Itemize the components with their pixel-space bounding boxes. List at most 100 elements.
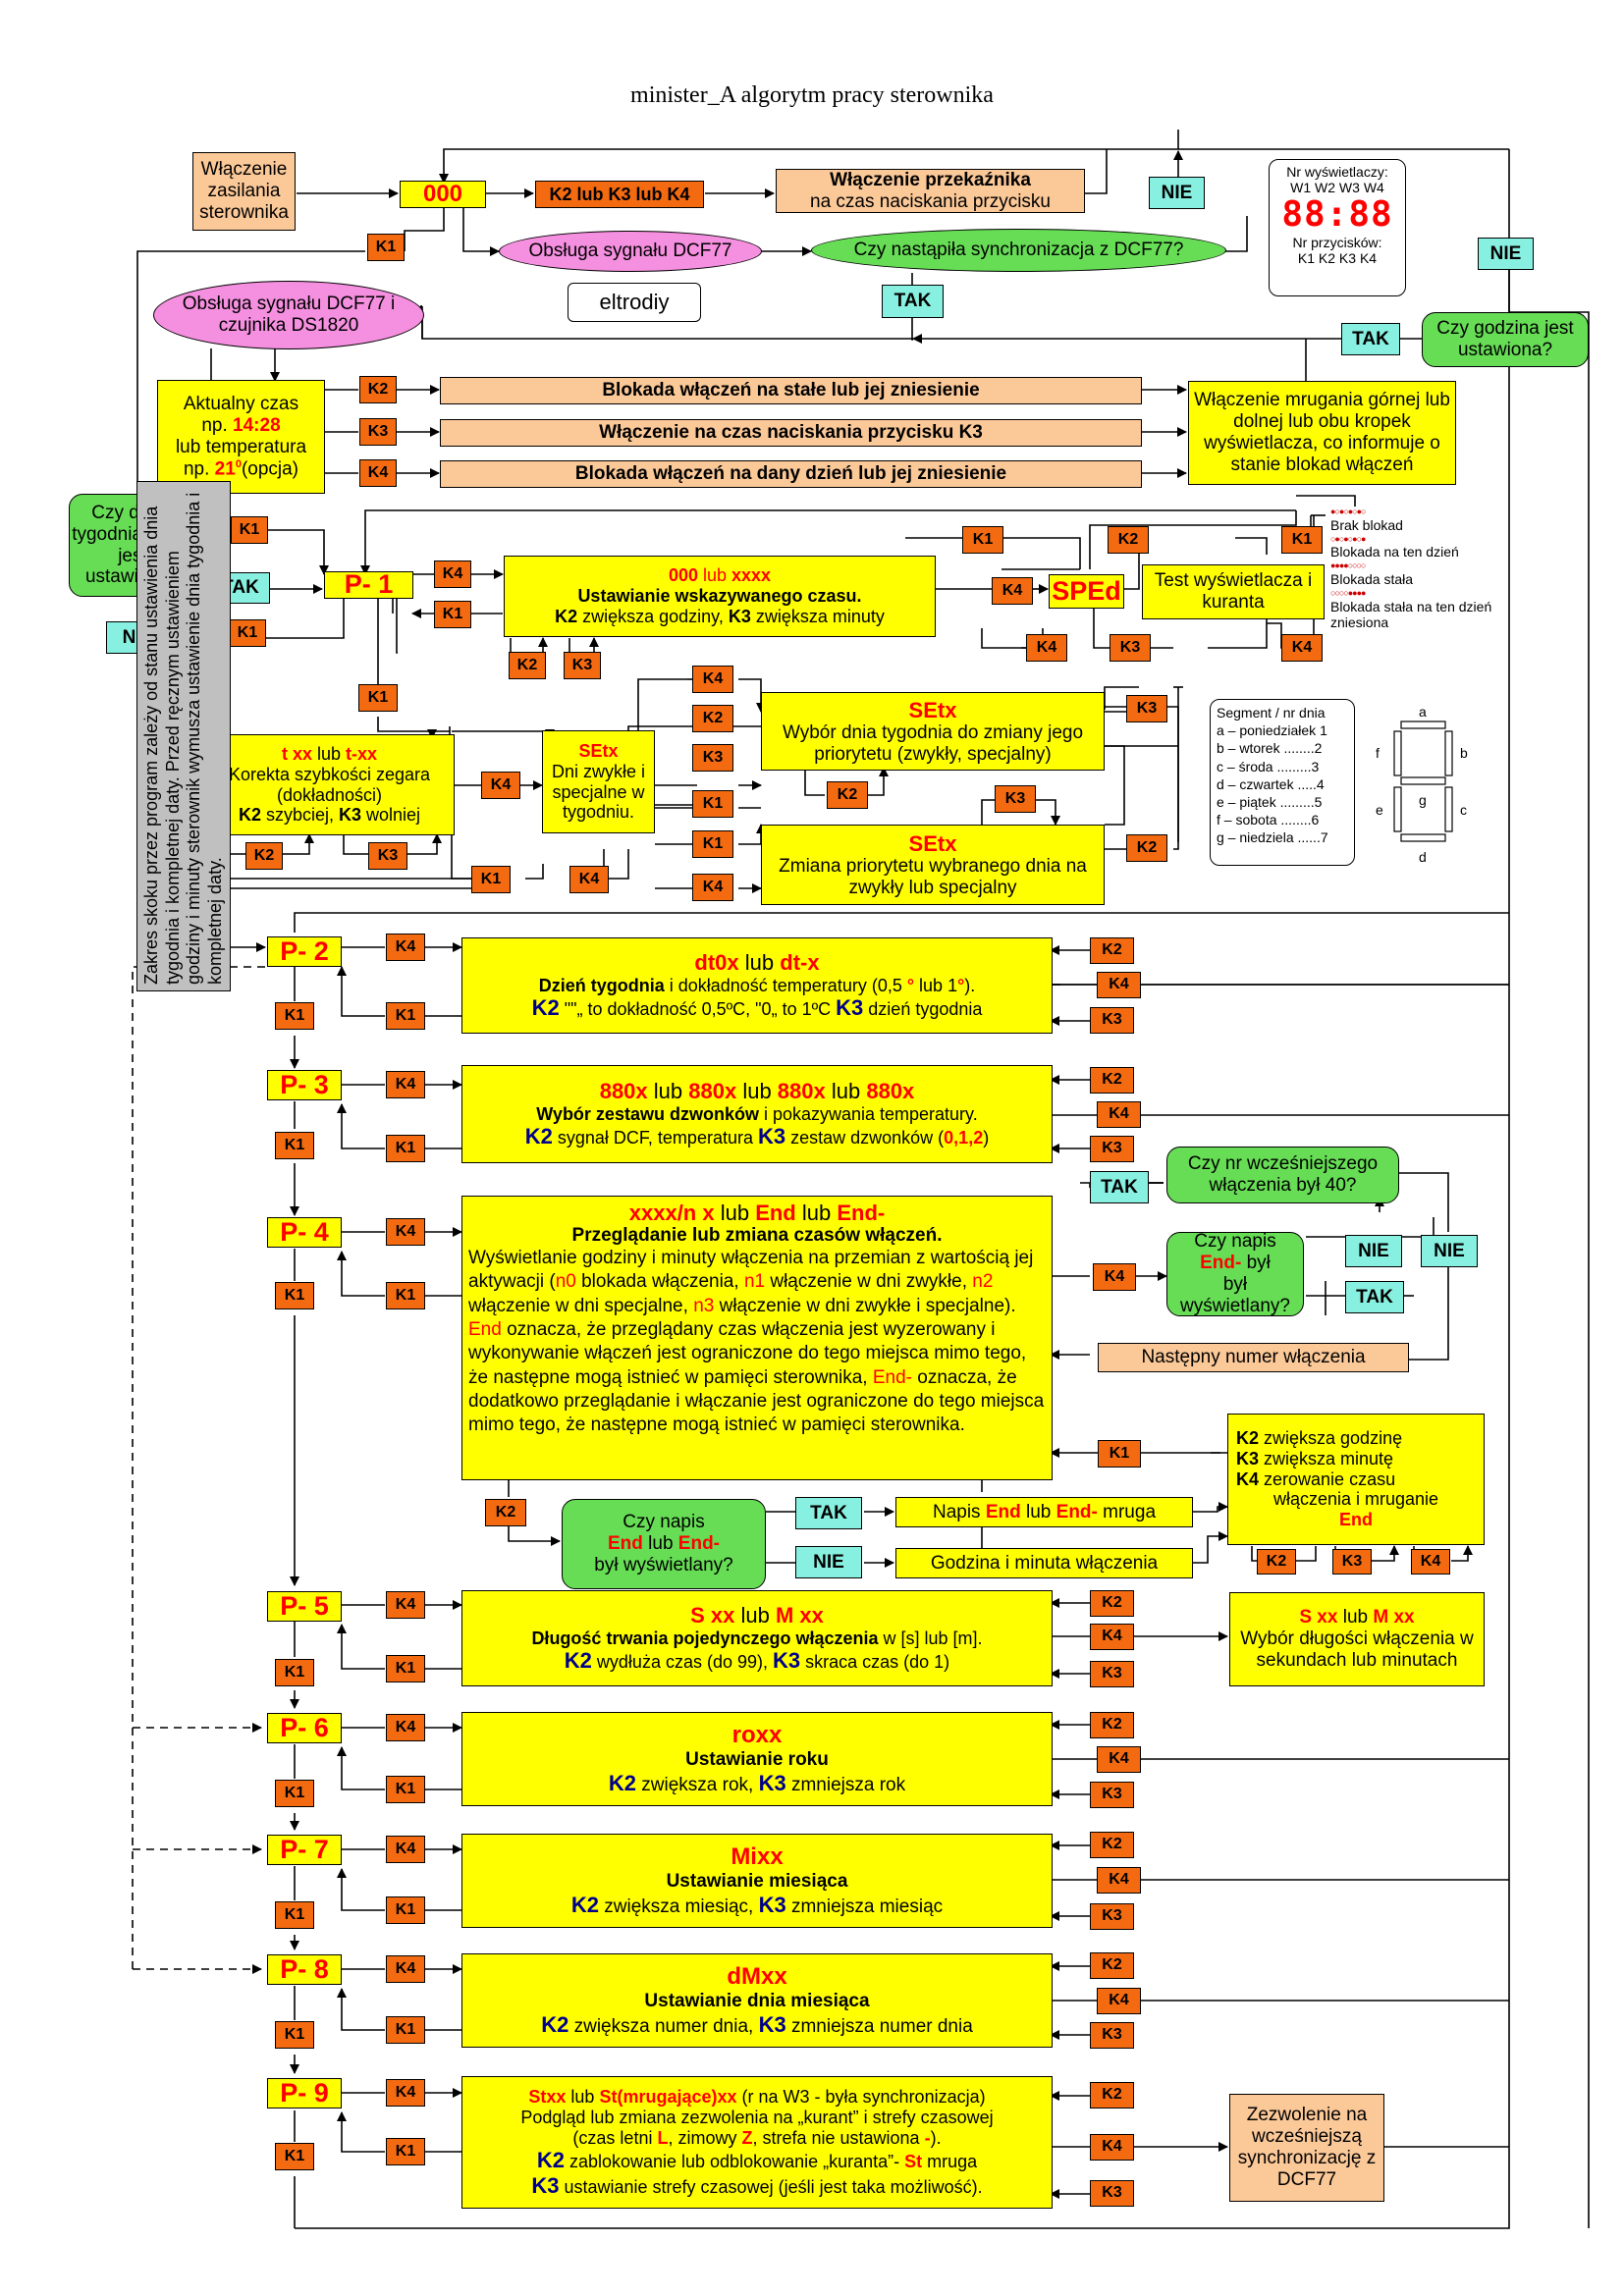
k1-key-current[interactable]: K1 xyxy=(231,516,268,544)
k4-key-setx-top[interactable]: K4 xyxy=(692,666,733,693)
k1-key-p9-back[interactable]: K1 xyxy=(386,2138,425,2165)
k2-key-p2[interactable]: K2 xyxy=(1090,937,1134,964)
k1-key-p6[interactable]: K1 xyxy=(275,1780,314,1807)
k3-key-p9[interactable]: K3 xyxy=(1090,2180,1134,2207)
k2-key-p4-low[interactable]: K2 xyxy=(485,1499,526,1526)
p5-label: P- 5 xyxy=(280,1591,329,1621)
k1-key-p4-edit[interactable]: K1 xyxy=(1098,1440,1141,1468)
k1-key-setx[interactable]: K1 xyxy=(692,790,733,818)
k4-key-p3-right[interactable]: K4 xyxy=(1097,1101,1141,1128)
k3-key-setx-a[interactable]: K3 xyxy=(1126,695,1167,722)
k4-key-test[interactable]: K4 xyxy=(1281,634,1323,662)
k2-label: K2 xyxy=(1102,1716,1122,1734)
k4-key-corr-down[interactable]: K4 xyxy=(569,866,609,893)
k3-key-edit[interactable]: K3 xyxy=(1332,1549,1372,1575)
p4-edit-box: K2 zwiększa godzinę K3 zwiększa minutę K… xyxy=(1227,1414,1485,1545)
k4-key-p4-q[interactable]: K4 xyxy=(1093,1263,1136,1291)
k2-key-setx[interactable]: K2 xyxy=(692,705,733,732)
k1-key-p5[interactable]: K1 xyxy=(275,1659,314,1686)
k1-key-p8[interactable]: K1 xyxy=(275,2021,314,2049)
k3-key-corr[interactable]: K3 xyxy=(368,842,407,870)
p6-l2-b: zmniejsza rok xyxy=(785,1774,906,1795)
k4-key-p1[interactable]: K4 xyxy=(434,561,471,588)
k3-key-block2[interactable]: K3 xyxy=(359,418,397,446)
k2-key-p3[interactable]: K2 xyxy=(1090,1067,1134,1094)
k2-key-block1[interactable]: K2 xyxy=(359,376,397,403)
k4-key-p9[interactable]: K4 xyxy=(386,2079,425,2107)
k2-key-edit[interactable]: K2 xyxy=(1257,1549,1296,1575)
p4-body-8: włączenie w dni zwykłe i specjalne). xyxy=(714,1295,1016,1316)
k3-key-p8[interactable]: K3 xyxy=(1090,2022,1134,2049)
k4-key-setx-b[interactable]: K4 xyxy=(692,874,733,901)
relay-sub: na czas naciskania przycisku xyxy=(810,190,1051,212)
k4-key-p2-right[interactable]: K4 xyxy=(1097,972,1141,998)
k2-key-p1[interactable]: K2 xyxy=(509,652,546,679)
k4-key-p5-right[interactable]: K4 xyxy=(1090,1624,1134,1650)
k1-label: K1 xyxy=(375,238,397,255)
k1-key-corr-up[interactable]: K1 xyxy=(358,684,398,712)
k1-key-p2[interactable]: K1 xyxy=(275,1002,314,1030)
k2-key-p8[interactable]: K2 xyxy=(1090,1952,1134,1979)
k1-label: K1 xyxy=(395,1900,416,1918)
k4-key-p7-right[interactable]: K4 xyxy=(1097,1867,1141,1894)
k1-key-p1-left[interactable]: K1 xyxy=(229,619,266,647)
k4-key-p2[interactable]: K4 xyxy=(386,934,425,961)
k1-key-p3-back[interactable]: K1 xyxy=(386,1135,425,1162)
k2-key-p9[interactable]: K2 xyxy=(1090,2082,1134,2109)
k1-key-p7-back[interactable]: K1 xyxy=(386,1896,425,1924)
k2-key-p6[interactable]: K2 xyxy=(1090,1712,1134,1738)
k1-key-setx-b[interactable]: K1 xyxy=(692,830,733,858)
k3-key-sped[interactable]: K3 xyxy=(1110,634,1151,662)
k1-key-corr-down[interactable]: K1 xyxy=(471,866,511,893)
k4-key-p6[interactable]: K4 xyxy=(386,1714,425,1741)
k1-key-p1-top[interactable]: K1 xyxy=(962,526,1003,554)
k1-key-p8-back[interactable]: K1 xyxy=(386,2016,425,2044)
side-note: Zakres skoku przez program zależy od sta… xyxy=(136,481,231,991)
k3-key-p6[interactable]: K3 xyxy=(1090,1782,1134,1808)
k1-key-p9[interactable]: K1 xyxy=(275,2143,314,2170)
k1-key-p6-back[interactable]: K1 xyxy=(386,1776,425,1803)
k2-key-sped[interactable]: K2 xyxy=(1108,526,1149,554)
k2-key-p7[interactable]: K2 xyxy=(1090,1832,1134,1858)
k1-key-p1-back[interactable]: K1 xyxy=(434,601,471,628)
k2k3k4-key[interactable]: K2 lub K3 lub K4 xyxy=(535,181,704,208)
k3-key-p5[interactable]: K3 xyxy=(1090,1661,1134,1687)
k4-key-p6-right[interactable]: K4 xyxy=(1097,1746,1141,1773)
blink-end-b: End xyxy=(985,1501,1021,1522)
k4-key-p8[interactable]: K4 xyxy=(386,1955,425,1983)
p1-head-lub: lub xyxy=(697,565,732,586)
k1-key-test[interactable]: K1 xyxy=(1281,526,1323,554)
p3-box: 880x lub 880x lub 880x lub 880x Wybór ze… xyxy=(461,1065,1053,1163)
k2-key-p5[interactable]: K2 xyxy=(1090,1590,1134,1617)
k2-key-setx-b[interactable]: K2 xyxy=(1126,834,1167,862)
k4-key-p8-right[interactable]: K4 xyxy=(1097,1988,1141,2014)
k2-key-setx-a[interactable]: K2 xyxy=(827,781,868,809)
k4-key-edit[interactable]: K4 xyxy=(1411,1549,1450,1575)
k1-key-p5-back[interactable]: K1 xyxy=(386,1655,425,1682)
k4-key-p3[interactable]: K4 xyxy=(386,1071,425,1098)
k4-key-sped-low[interactable]: K4 xyxy=(1026,634,1067,662)
k1-key-000[interactable]: K1 xyxy=(367,234,405,261)
k1-key-p3[interactable]: K1 xyxy=(275,1132,314,1159)
k3-key-p7[interactable]: K3 xyxy=(1090,1903,1134,1930)
k4-key-p7[interactable]: K4 xyxy=(386,1836,425,1863)
p9-l4-a: ustawianie strefy czasowej (jeśli jest t… xyxy=(559,2176,983,2197)
k1-key-p4-back[interactable]: K1 xyxy=(386,1282,425,1309)
k1-key-p7[interactable]: K1 xyxy=(275,1901,314,1929)
k4-key-block3[interactable]: K4 xyxy=(359,459,397,487)
k3-key-setx-b[interactable]: K3 xyxy=(995,785,1036,813)
k2-key-corr[interactable]: K2 xyxy=(245,842,283,870)
k3-key-p1[interactable]: K3 xyxy=(564,652,601,679)
k4-key-corr[interactable]: K4 xyxy=(481,772,520,799)
k3-key-setx[interactable]: K3 xyxy=(692,744,733,772)
k1-key-p4[interactable]: K1 xyxy=(275,1282,314,1309)
p9-l4-k3: K3 xyxy=(531,2172,560,2198)
p2-head-a: dt0x xyxy=(694,950,739,976)
k1-key-p2-back[interactable]: K1 xyxy=(386,1002,425,1030)
k3-key-p3[interactable]: K3 xyxy=(1090,1136,1134,1162)
k4-key-p4[interactable]: K4 xyxy=(386,1218,425,1246)
k4-key-p5[interactable]: K4 xyxy=(386,1591,425,1619)
k3-key-p2[interactable]: K3 xyxy=(1090,1007,1134,1034)
k4-key-p1-sped[interactable]: K4 xyxy=(992,577,1033,605)
k4-key-p9-right[interactable]: K4 xyxy=(1090,2134,1134,2161)
